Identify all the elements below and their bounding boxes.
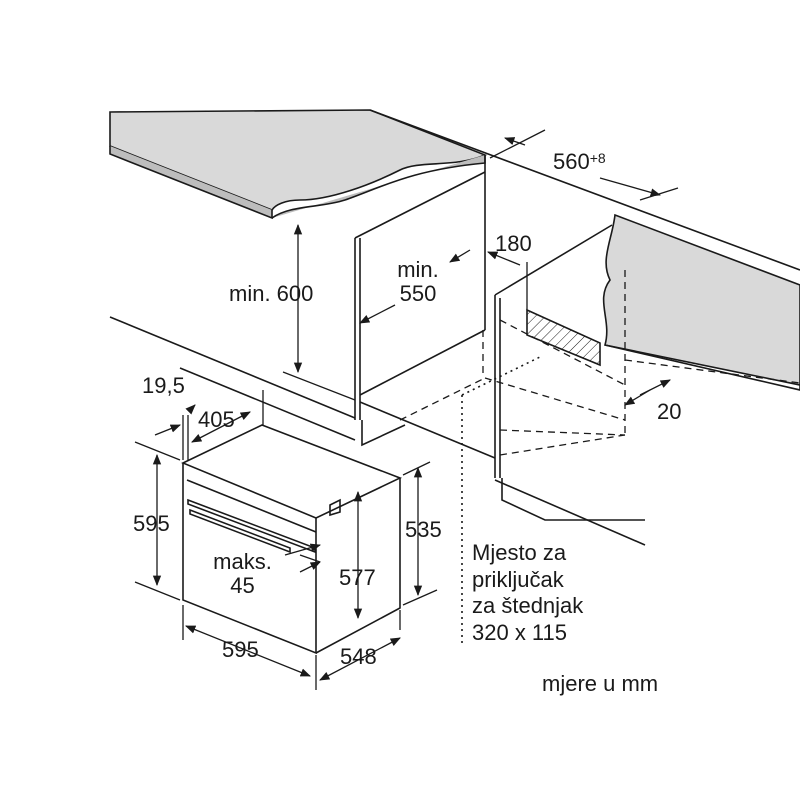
note-line3: za štednjak	[472, 593, 584, 618]
oven-height-label: 595	[133, 511, 170, 536]
body-height-label: 535	[405, 517, 442, 542]
min-depth-line2: 550	[399, 281, 437, 306]
note-line1: Mjesto za	[472, 540, 567, 565]
rear-depth-label: 405	[198, 407, 235, 432]
width-560-label: 560+8	[553, 150, 606, 174]
width-value: 560	[553, 149, 590, 174]
oven-depth-label: 548	[340, 644, 377, 669]
width-tolerance: +8	[589, 150, 606, 166]
max-label-line2: 45	[230, 573, 255, 598]
oven	[181, 424, 403, 519]
connection-area	[526, 308, 601, 367]
max-label: maks. 45	[205, 550, 280, 598]
max-label-line1: maks.	[213, 549, 272, 574]
connection-note: Mjesto za priključak za štednjak 320 x 1…	[472, 540, 583, 646]
note-line2: priključak	[472, 566, 564, 592]
rear-gap-label: 20	[657, 399, 682, 424]
left-worktop	[109, 109, 488, 211]
min-depth-label: min. 550	[388, 258, 448, 306]
oven-width-label: 595	[222, 637, 259, 662]
units-label: mjere u mm	[542, 671, 659, 696]
min-depth-line1: min.	[397, 257, 439, 282]
note-line4: 320 x 115	[472, 619, 568, 645]
socket-offset-label: 180	[495, 231, 532, 256]
inner-height-label: 577	[339, 565, 376, 590]
min-height-label: min. 600	[229, 281, 314, 306]
front-frame-label: 19,5	[142, 373, 185, 398]
right-worktop	[602, 213, 800, 386]
